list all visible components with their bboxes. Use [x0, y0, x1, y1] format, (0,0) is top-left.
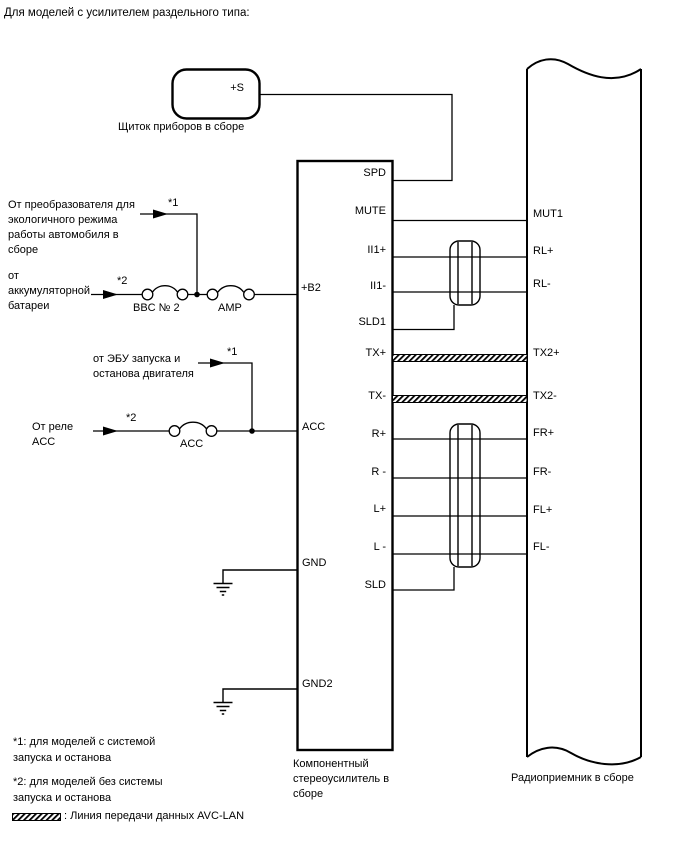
instrument-panel-label: Щиток приборов в сборе: [118, 121, 245, 133]
amp-pin-txm: TX-: [368, 390, 386, 402]
amp-pin-b2: +B2: [301, 282, 321, 294]
fuse-label-bbc2: BBC № 2: [133, 302, 180, 314]
source-eco-converter: От преобразователя для экологичного режи…: [8, 199, 135, 256]
signal-wires: [260, 93, 527, 591]
amp-pin-gnd: GND: [302, 557, 327, 569]
radio-receiver-box: [526, 58, 642, 766]
fuse-label-amp: AMP: [218, 302, 242, 314]
amp-pin-lp: L+: [373, 503, 386, 515]
radio-pin-flp: FL+: [533, 504, 553, 516]
avclan-legend-label: : Линия передачи данных AVC-LAN: [64, 810, 245, 822]
amp-pin-rm: R -: [371, 466, 386, 478]
avclan-legend-swatch: [12, 813, 61, 821]
footnote-star1: *1: для моделей с системой запуска и ост…: [13, 736, 156, 764]
radio-pin-flm: FL-: [533, 541, 550, 553]
amp-pin-lm: L -: [373, 541, 386, 553]
footnote-star2: *2: для моделей без системы запуска и ос…: [13, 776, 163, 804]
shield-symbol-ii1: [449, 240, 481, 306]
arrowhead-relay: [103, 426, 118, 436]
ref-star1-ecu: *1: [227, 346, 238, 358]
arrowhead-ecu: [210, 358, 225, 368]
amplifier-box: [296, 159, 394, 752]
wire-sld: [392, 567, 455, 591]
fuse-label-acc: ACC: [180, 438, 204, 450]
wire-ecu-ref: [198, 362, 253, 429]
source-start-stop-ecu: от ЭБУ запуска и останова двигателя: [93, 353, 194, 380]
radio-pin-mut1: MUT1: [533, 208, 563, 220]
pin-plus-s: +S: [230, 82, 244, 94]
amp-pin-mute: MUTE: [354, 205, 386, 217]
acc-feed-circuit: [93, 358, 297, 437]
amp-pin-ii1m: II1-: [370, 280, 386, 292]
radio-label: Радиоприемник в сборе: [511, 772, 634, 784]
radio-pin-frm: FR-: [533, 466, 552, 478]
source-acc-relay: От реле ACC: [32, 421, 74, 448]
source-battery: от аккумуляторной батареи: [8, 270, 91, 312]
page-title: Для моделей с усилителем раздельного тип…: [4, 7, 250, 19]
radio-pin-rlp: RL+: [533, 245, 554, 257]
wire-sld1: [392, 305, 455, 331]
radio-pin-rlm: RL-: [533, 278, 551, 290]
amp-pin-rp: R+: [371, 428, 386, 440]
radio-pin-tx2p: TX2+: [533, 347, 560, 359]
amp-pin-spd: SPD: [363, 167, 386, 179]
ref-star2-relay: *2: [126, 412, 137, 424]
amplifier-label: Компонентный стереоусилитель в сборе: [293, 758, 390, 800]
amp-pin-gnd2: GND2: [302, 678, 333, 690]
b2-feed-circuit: [91, 209, 297, 301]
arrowhead-battery: [103, 290, 118, 299]
radio-pin-tx2m: TX2-: [533, 390, 557, 402]
amp-pin-sld: SLD: [364, 579, 386, 591]
amp-pin-sld1: SLD1: [358, 316, 386, 328]
ground-symbol-gnd2: [213, 688, 297, 715]
ref-star1-eco: *1: [168, 197, 179, 209]
amp-pin-acc: ACC: [302, 421, 326, 433]
instrument-panel-box: [171, 68, 261, 120]
arrowhead-eco: [153, 209, 168, 219]
radio-pin-frp: FR+: [533, 427, 555, 439]
wire-txm-hatched: [392, 395, 528, 403]
ground-symbol-gnd: [213, 569, 297, 596]
amp-pin-txp: TX+: [365, 347, 386, 359]
junction-dot-acc: [249, 428, 255, 434]
shield-symbol-rl: [449, 423, 481, 568]
wire-eco-ref: [140, 213, 198, 292]
wire-spd: [260, 93, 453, 182]
junction-dot-b2: [194, 291, 200, 298]
ref-star2-battery: *2: [117, 275, 128, 287]
avclan-wires: [392, 354, 528, 403]
amp-pin-ii1p: II1+: [367, 244, 386, 256]
wire-txp-hatched: [392, 354, 528, 362]
